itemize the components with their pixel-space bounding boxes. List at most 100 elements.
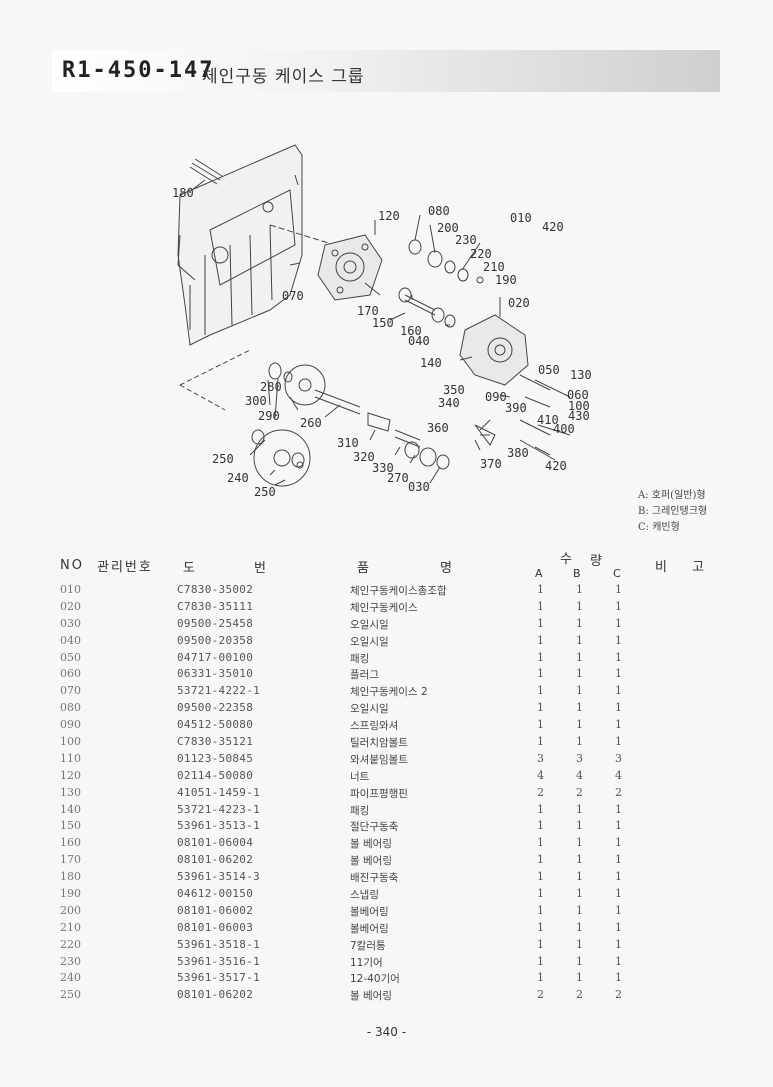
qty-b-cell: 4 [576,768,583,782]
qty-a-cell: 1 [537,650,544,664]
qty-b-cell: 1 [576,954,583,968]
drawing-number-cell: 53961-3517-1 [177,971,261,985]
callout-410: 410 [537,413,559,427]
qty-b-cell: 3 [576,751,583,765]
callout-260: 260 [300,416,322,430]
header-remark-1: 비 [655,560,669,575]
qty-c-cell: 1 [615,903,622,917]
callout-140: 140 [420,356,442,370]
header-mgmt-number: 관리번호 [97,560,153,575]
drawing-number-cell: 08101-06004 [177,836,254,850]
callout-360: 360 [427,421,449,435]
drawing-number-cell: 09500-22358 [177,701,254,715]
drawing-number-cell: 04717-00100 [177,650,254,664]
qty-a-cell: 4 [537,768,544,782]
callout-280: 280 [260,380,282,394]
callout-320: 320 [353,450,375,464]
part-name-cell: 플러그 [350,669,379,682]
header-qty-a: A [535,567,543,580]
qty-c-cell: 1 [615,954,622,968]
drawing-number-cell: 02114-50080 [177,768,254,782]
part-no-cell: 110 [60,751,81,765]
qty-c-cell: 3 [615,751,622,765]
callout-060: 060 [567,388,589,402]
callout-180: 180 [172,186,194,200]
callout-220: 220 [470,247,492,261]
callout-290: 290 [258,409,280,423]
callout-030: 030 [408,480,430,494]
qty-c-cell: 1 [615,920,622,934]
qty-b-cell: 1 [576,650,583,664]
header-name-2: 명 [440,561,454,576]
qty-a-cell: 2 [537,785,544,799]
drawing-number-cell: 53961-3514-3 [177,870,261,884]
part-no-cell: 140 [60,802,81,816]
callout-250-upper: 250 [212,452,234,466]
header-name-1: 품 [357,561,371,576]
callout-310: 310 [337,436,359,450]
qty-c-cell: 1 [615,802,622,816]
qty-a-cell: 1 [537,802,544,816]
part-name-cell: 7칼러통 [350,939,386,952]
part-name-cell: 볼베어링 [350,905,389,918]
callout-380: 380 [507,446,529,460]
part-no-cell: 220 [60,937,81,951]
qty-a-cell: 1 [537,853,544,867]
part-name-cell: 스냅링 [350,889,379,902]
qty-c-cell: 1 [615,735,622,749]
qty-b-cell: 2 [576,785,583,799]
part-no-cell: 010 [60,583,81,596]
part-no-cell: 120 [60,768,81,782]
qty-b-cell: 1 [576,819,583,833]
qty-b-cell: 1 [576,701,583,715]
qty-b-cell: 1 [576,633,583,647]
qty-a-cell: 1 [537,633,544,647]
qty-c-cell: 4 [615,768,622,782]
qty-a-cell: 1 [537,599,544,613]
qty-b-cell: 1 [576,599,583,613]
drawing-number-cell: 09500-20358 [177,633,254,647]
header-qty-1: 수 [560,552,574,567]
part-name-cell: 와셔붙임볼트 [350,753,408,766]
part-name-cell: 절단구동축 [350,821,399,834]
drawing-number-cell: 08101-06202 [177,853,254,867]
part-no-cell: 190 [60,887,81,901]
qty-a-cell: 1 [537,819,544,833]
header-no: NO [60,558,84,573]
qty-c-cell: 1 [615,887,622,901]
qty-a-cell: 1 [537,718,544,732]
qty-b-cell: 1 [576,903,583,917]
part-no-cell: 170 [60,853,81,867]
part-no-cell: 080 [60,701,81,715]
page-code: R1-450-147 [62,58,215,83]
callout-050: 050 [538,363,560,377]
part-name-cell: 볼 베어링 [350,855,392,868]
qty-a-cell: 1 [537,583,544,596]
qty-a-cell: 1 [537,937,544,951]
part-name-cell: 체인구동케이스총조합 [350,585,447,597]
callout-010-range: 420 [542,220,564,234]
variant-legend: A: 호퍼(일반)형 B: 그레인탱크형 C: 캐빈형 [638,488,707,536]
part-name-cell: 체인구동케이스 2 [350,686,428,699]
part-name-cell: 볼 베어링 [350,838,392,851]
callout-090: 090 [485,390,507,404]
part-name-cell: 볼베어링 [350,922,389,935]
part-name-cell: 배진구동축 [350,872,399,885]
callout-430: 430 [568,409,590,423]
legend-b: B: 그레인탱크형 [638,506,708,517]
part-name-cell: 패킹 [350,652,370,665]
callout-120: 120 [378,209,400,223]
header-remark-2: 고 [692,560,706,575]
qty-b-cell: 1 [576,616,583,630]
drawing-number-cell: 01123-50845 [177,751,254,765]
